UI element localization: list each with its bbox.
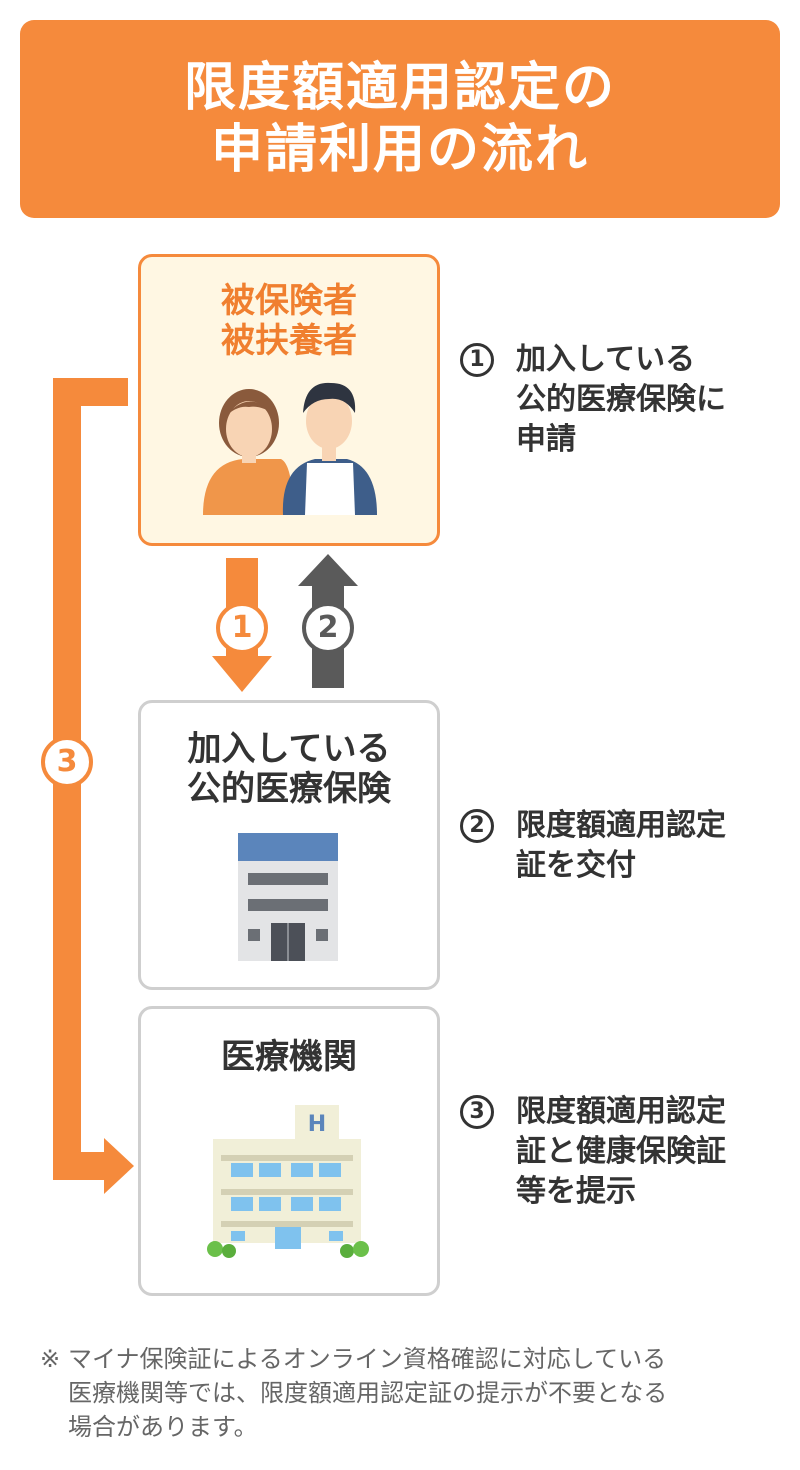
node-medical: 医療機関 H — [138, 1006, 440, 1296]
arrow-step1-badge: 1 — [216, 602, 268, 654]
title-banner: 限度額適用認定の 申請利用の流れ — [20, 20, 780, 218]
arrow-step3 — [53, 378, 134, 1194]
title-line-2: 申請利用の流れ — [210, 120, 589, 180]
node-medical-label: 医療機関 — [221, 1037, 357, 1077]
footnote: ※ マイナ保険証によるオンライン資格確認に対応している 医療機関等では、限度額適… — [40, 1342, 780, 1444]
arrow-step3-badge: 3 — [41, 736, 93, 788]
arrow-step2-badge: 2 — [302, 602, 354, 654]
building-icon — [238, 833, 338, 961]
step-3-text: 3 限度額適用認定 証と健康保険証 等を提示 — [460, 1092, 726, 1212]
hospital-letter: H — [308, 1112, 326, 1137]
node-insurer-label: 加入している 公的医療保険 — [187, 729, 391, 809]
step-3-number: 3 — [460, 1095, 494, 1129]
node-insured-label: 被保険者 被扶養者 — [221, 281, 357, 361]
footnote-mark: ※ — [40, 1345, 61, 1373]
step-2-number: 2 — [460, 809, 494, 843]
step-1-number: 1 — [460, 343, 494, 377]
step-1-text: 1 加入している 公的医療保険に 申請 — [460, 340, 726, 460]
node-insured: 被保険者 被扶養者 — [138, 254, 440, 546]
node-insurer: 加入している 公的医療保険 — [138, 700, 440, 990]
step-2-text: 2 限度額適用認定 証を交付 — [460, 806, 726, 886]
hospital-icon: H — [207, 1105, 369, 1258]
people-icon — [203, 382, 377, 515]
title-line-1: 限度額適用認定の — [183, 58, 616, 118]
